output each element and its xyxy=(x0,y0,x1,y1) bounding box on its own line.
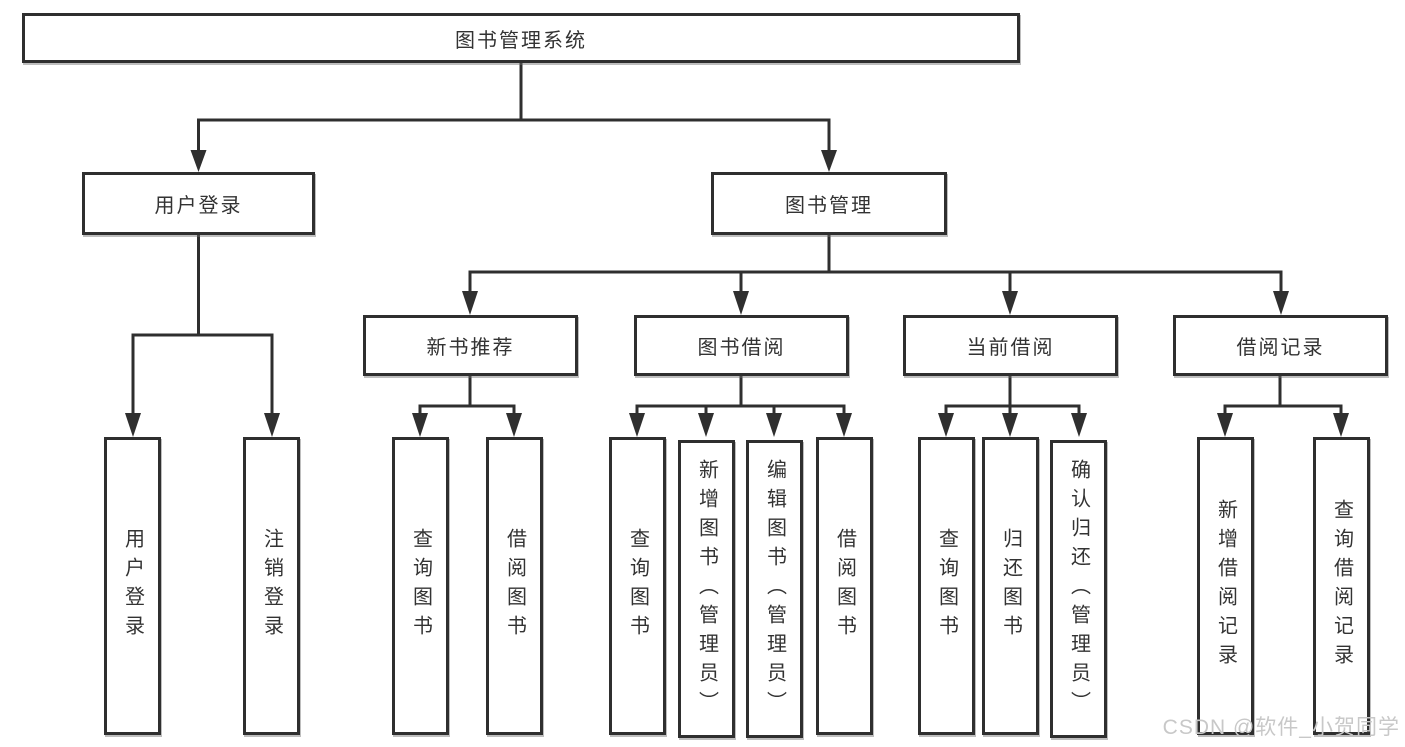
leaf-borrow-books-label: 借阅图书 xyxy=(833,528,856,644)
node-borrowing-records-label: 借阅记录 xyxy=(1236,337,1325,359)
node-user-login: 用户登录 xyxy=(82,172,315,235)
leaf-edit-book-admin: 编辑图书（管理员） xyxy=(746,440,803,738)
node-book-management-label: 图书管理 xyxy=(785,195,873,217)
leaf-add-borrow-record: 新增借阅记录 xyxy=(1197,437,1254,735)
node-root-label: 图书管理系统 xyxy=(455,29,587,52)
leaf-confirm-return-admin: 确认归还（管理员） xyxy=(1050,440,1107,738)
leaf-borrow-books-recommendation-label: 借阅图书 xyxy=(503,528,526,644)
leaf-query-borrow-record: 查询借阅记录 xyxy=(1313,437,1370,735)
node-root: 图书管理系统 xyxy=(22,13,1020,63)
node-borrowing-records: 借阅记录 xyxy=(1173,315,1388,376)
leaf-borrow-books-recommendation: 借阅图书 xyxy=(486,437,543,735)
node-book-management: 图书管理 xyxy=(711,172,947,235)
csdn-watermark: CSDN @软件_小贺同学 xyxy=(1162,716,1400,739)
leaf-return-book-label: 归还图书 xyxy=(999,528,1022,644)
leaf-query-books-borrowing: 查询图书 xyxy=(609,437,666,735)
leaf-add-book-admin-label: 新增图书（管理员） xyxy=(695,458,718,720)
leaf-edit-book-admin-label: 编辑图书（管理员） xyxy=(763,458,786,720)
node-current-borrowing-label: 当前借阅 xyxy=(966,337,1055,359)
leaf-query-borrow-record-label: 查询借阅记录 xyxy=(1330,499,1353,673)
leaf-return-book: 归还图书 xyxy=(982,437,1039,735)
arrowheads xyxy=(125,150,1349,437)
leaf-query-books-borrowing-label: 查询图书 xyxy=(626,528,649,644)
node-current-borrowing: 当前借阅 xyxy=(903,315,1118,376)
leaf-user-login: 用户登录 xyxy=(104,437,161,735)
leaf-add-book-admin: 新增图书（管理员） xyxy=(678,440,735,738)
node-user-login-label: 用户登录 xyxy=(154,195,243,217)
leaf-logout-label: 注销登录 xyxy=(260,528,283,644)
node-book-borrowing: 图书借阅 xyxy=(634,315,849,376)
leaf-logout: 注销登录 xyxy=(243,437,300,735)
node-new-book-recommendation-label: 新书推荐 xyxy=(426,337,515,359)
leaf-user-login-label: 用户登录 xyxy=(121,528,144,644)
leaf-query-books-current: 查询图书 xyxy=(918,437,975,735)
leaf-borrow-books: 借阅图书 xyxy=(816,437,873,735)
leaf-add-borrow-record-label: 新增借阅记录 xyxy=(1214,499,1237,673)
leaf-confirm-return-admin-label: 确认归还（管理员） xyxy=(1067,458,1090,720)
node-new-book-recommendation: 新书推荐 xyxy=(363,315,578,376)
node-book-borrowing-label: 图书借阅 xyxy=(697,337,786,359)
leaf-query-books-recommendation-label: 查询图书 xyxy=(409,528,432,644)
leaf-query-books-current-label: 查询图书 xyxy=(935,528,958,644)
leaf-query-books-recommendation: 查询图书 xyxy=(392,437,449,735)
